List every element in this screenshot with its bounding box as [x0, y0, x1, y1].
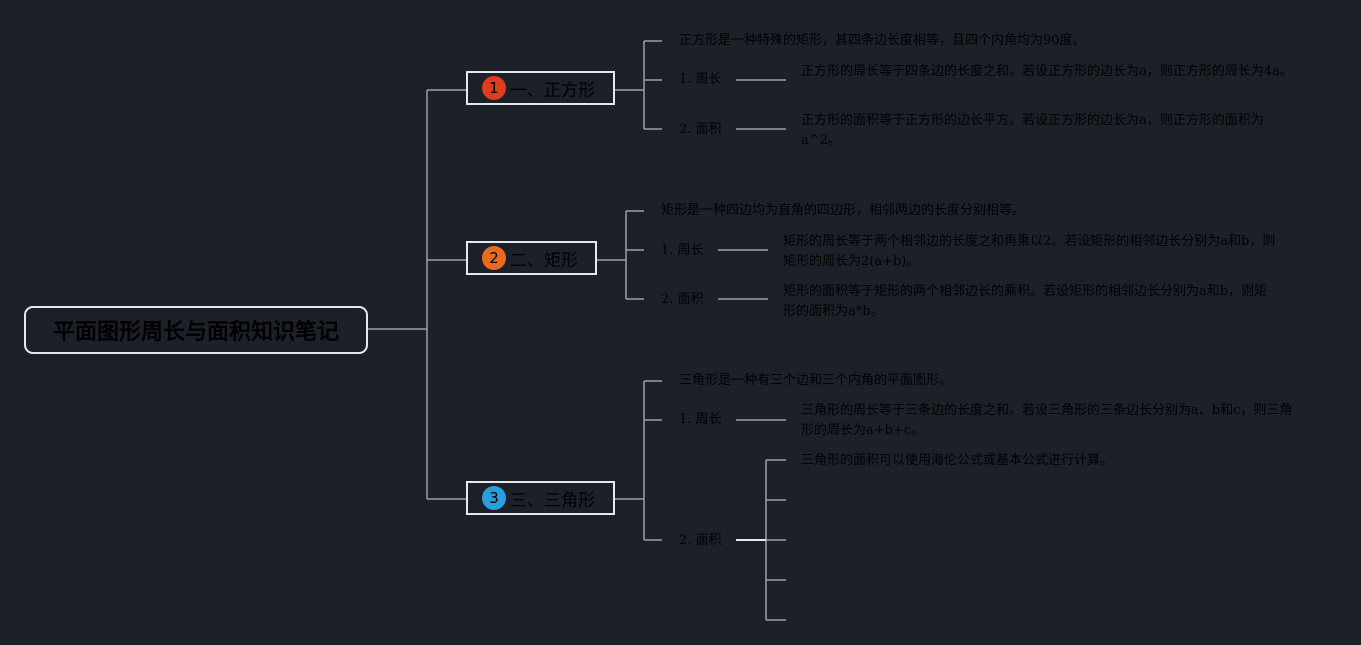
topic-rectangle[interactable]: 2 二、矩形 — [466, 241, 597, 275]
topic-label: 三、三角形 — [510, 490, 595, 511]
triangle-perimeter-text: 三角形的周长等于三条边的长度之和。若设三角形的三条边长分别为a、b和c，则三角形… — [801, 403, 1293, 438]
topic-label: 二、矩形 — [510, 250, 578, 271]
triangle-area-text: 三角形的面积可以使用海伦公式或基本公式进行计算。 — [801, 453, 1114, 468]
topic-triangle[interactable]: 3 三、三角形 — [466, 481, 615, 515]
topic-square[interactable]: 1 一、正方形 — [466, 71, 615, 105]
triangle-perimeter-label: 1. 周长 — [679, 412, 722, 427]
rectangle-perimeter-text: 矩形的周长等于两个相邻边的长度之和再乘以2。若设矩形的相邻边长分别为a和b，则矩… — [783, 234, 1276, 269]
triangle-definition: 三角形是一种有三个边和三个内角的平面图形。 — [679, 373, 953, 388]
square-perimeter-text: 正方形的周长等于四条边的长度之和。若设正方形的边长为a，则正方形的周长为4a。 — [801, 64, 1293, 79]
root-title: 平面图形周长与面积知识笔记 — [52, 320, 339, 345]
topic-label: 一、正方形 — [510, 80, 595, 101]
rectangle-perimeter-label: 1. 周长 — [661, 243, 704, 258]
rectangle-definition: 矩形是一种四边均为直角的四边形，相邻两边的长度分别相等。 — [661, 203, 1026, 218]
number-1-badge-icon: 1 — [482, 76, 506, 100]
rectangle-area-text: 矩形的面积等于矩形的两个相邻边长的乘积。若设矩形的相邻边长分别为a和b，则矩形的… — [783, 284, 1268, 319]
square-area-label: 2. 面积 — [679, 122, 722, 137]
square-perimeter-label: 1. 周长 — [679, 72, 722, 87]
root-node[interactable]: 平面图形周长与面积知识笔记 — [24, 306, 368, 354]
number-2-badge-icon: 2 — [482, 246, 506, 270]
square-area-text: 正方形的面积等于正方形的边长平方。若设正方形的边长为a，则正方形的面积为a^2。 — [801, 113, 1264, 148]
number-3-badge-icon: 3 — [482, 486, 506, 510]
triangle-area-label: 2. 面积 — [679, 533, 722, 548]
square-definition: 正方形是一种特殊的矩形，其四条边长度相等，且四个内角均为90度。 — [679, 33, 1086, 48]
rectangle-area-label: 2. 面积 — [661, 292, 704, 307]
